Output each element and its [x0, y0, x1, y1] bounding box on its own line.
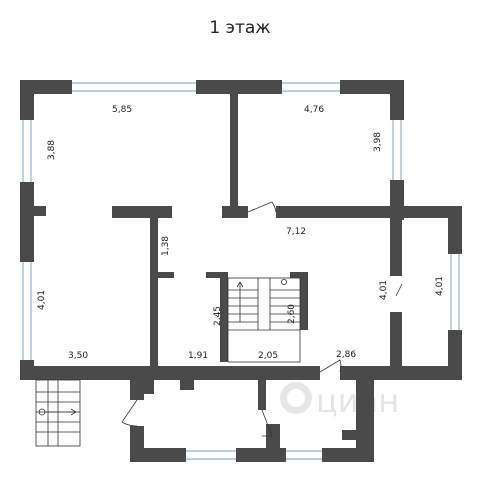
dim-398: 3,98 [373, 132, 383, 152]
dim-138: 1,38 [161, 236, 171, 256]
wall-top-2 [196, 80, 282, 94]
wall-mid-h-right [276, 206, 462, 218]
watermark: циан [280, 382, 399, 420]
dim-245: 2,45 [213, 306, 223, 326]
dim-712: 7,12 [286, 227, 306, 237]
dim-388: 3,88 [47, 140, 57, 160]
wall-left-2 [20, 182, 34, 262]
door-bottom-right [319, 359, 342, 373]
window-left-2 [22, 262, 32, 360]
windows [22, 82, 460, 460]
wall-hall-nub [158, 272, 174, 278]
window-right-2 [450, 254, 460, 330]
door-upper [247, 201, 277, 213]
wall-lower-mid-nub [180, 380, 194, 390]
wall-right-room-right-1 [448, 206, 462, 254]
stair-arrow-icon [236, 281, 244, 322]
porch-arrow-icon [44, 408, 77, 416]
stair-start-icon [280, 278, 287, 285]
window-bottom-2 [286, 450, 322, 460]
dim-286: 2,86 [336, 350, 356, 360]
dim-260: 2,60 [287, 304, 297, 324]
wall-hall-top [112, 206, 172, 218]
wall-lower-mid [258, 380, 266, 410]
wall-bottom-mid [20, 366, 320, 380]
dim-401-left: 4,01 [37, 290, 47, 310]
wall-lower-bottom-2 [236, 448, 286, 462]
cian-logo-icon [280, 382, 312, 414]
window-left-1 [22, 120, 32, 182]
wall-left-1 [20, 80, 34, 120]
door-lower-mid [261, 409, 273, 437]
dim-191: 1,91 [188, 351, 208, 361]
wall-stair-left [220, 272, 228, 362]
window-top-left [72, 82, 196, 92]
wall-right-1 [390, 80, 404, 120]
floor-title: 1 этаж [209, 18, 271, 38]
dim-401-right: 4,01 [435, 276, 445, 296]
wall-lower-door-post [144, 380, 154, 394]
wall-lower-left [130, 380, 144, 400]
doors [121, 201, 403, 437]
dim-401-mid: 4,01 [379, 280, 389, 300]
wall-left-nub [34, 206, 46, 216]
wall-lower-bottom-1 [130, 448, 186, 462]
door-lower-left [121, 399, 138, 427]
stairs [227, 277, 301, 363]
wall-top-3 [340, 80, 404, 94]
dim-585: 5,85 [112, 105, 132, 115]
wall-upper-v [230, 94, 238, 212]
porch-steps [35, 379, 81, 447]
window-bottom-1 [186, 450, 236, 460]
wall-right-room-left-2 [390, 312, 402, 368]
walls [20, 80, 462, 462]
window-top-right [282, 82, 340, 92]
wall-stair-top [206, 272, 228, 278]
door-right-room [395, 283, 403, 297]
dim-350: 3,50 [68, 351, 88, 361]
dim-476: 4,76 [304, 105, 324, 115]
dim-205: 2,05 [258, 351, 278, 361]
stairs-outline [227, 277, 301, 363]
wall-stair-right-nub [290, 272, 308, 278]
wall-hall-v [150, 212, 158, 368]
wall-lower-right-nub [342, 430, 356, 440]
dimension-labels: 5,85 4,76 3,88 3,98 7,12 1,38 4,01 4,01 … [37, 105, 445, 361]
window-right-1 [392, 120, 402, 180]
wall-stair-right [300, 272, 308, 330]
wall-lower-right [356, 366, 374, 462]
wall-right-room-left-1 [390, 218, 402, 276]
